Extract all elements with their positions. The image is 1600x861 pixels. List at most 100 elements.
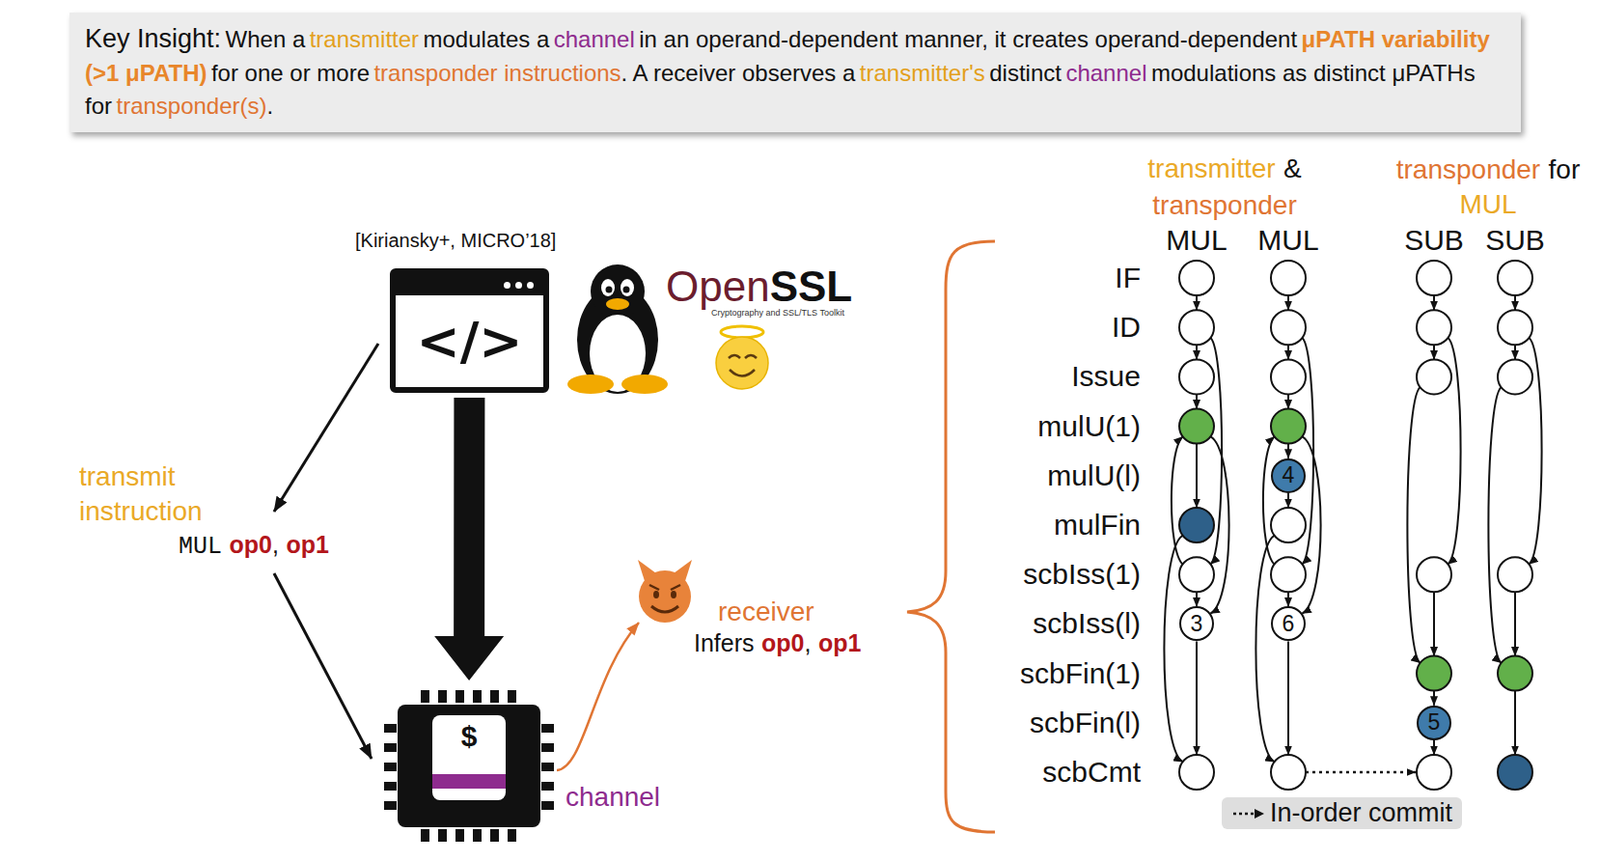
label-group: scbIss(l)	[1032, 606, 1141, 641]
chip-pin	[472, 828, 482, 842]
upath-state-circle	[1497, 656, 1533, 691]
flow-arrow	[274, 343, 379, 512]
chip-pin	[541, 723, 554, 733]
chip-pins	[384, 689, 554, 842]
upath-arrow	[1195, 393, 1198, 409]
label-group: ID	[1111, 310, 1141, 345]
window-dot	[503, 281, 511, 289]
upath-arrow	[1287, 640, 1290, 755]
insight-text: transmitter	[309, 26, 419, 53]
upath-node-circle: 6	[1270, 606, 1306, 641]
upath-state-circle	[1416, 754, 1452, 790]
column-header: MUL	[1257, 223, 1319, 256]
legend-text: In-order commit	[1269, 798, 1453, 828]
upath-arrow	[1287, 344, 1290, 359]
penguin-eye	[601, 278, 615, 297]
devil-grin	[651, 606, 679, 612]
upath-column	[1163, 260, 1229, 790]
logo-text: SSL	[770, 262, 854, 310]
stage-label: mulU(l)	[1047, 459, 1141, 492]
upath-arrow	[1287, 493, 1290, 508]
upath-column	[1488, 260, 1542, 790]
callout-number: 3	[1190, 612, 1204, 635]
upath-arrow	[1433, 295, 1435, 310]
stage-label: scbFin(1)	[1020, 656, 1141, 689]
upath-state-circle	[1270, 309, 1306, 345]
upath-arrow	[1287, 591, 1290, 607]
label-group: transponderfor	[1396, 154, 1581, 186]
devil-eye	[670, 590, 677, 599]
angel-smiley-icon	[716, 326, 769, 389]
cpu-chip: $	[397, 704, 541, 828]
upath-arrow	[1195, 591, 1198, 607]
upath-state-circle	[1416, 309, 1452, 345]
stage-label: IF	[1114, 261, 1141, 294]
label-group: mulFin	[1053, 508, 1141, 543]
label-group: transmitter&	[1147, 153, 1301, 185]
upath-state-circle	[1179, 260, 1214, 296]
chip-pin	[507, 828, 517, 842]
upath-state-circle	[1416, 556, 1452, 592]
cache-panel: $	[432, 715, 506, 800]
penguin-foot	[621, 374, 668, 394]
upath-state-circle	[1270, 409, 1306, 444]
chip-pin	[541, 762, 554, 772]
upath-arrow	[1433, 344, 1435, 359]
chip-pin	[490, 689, 499, 703]
label-group: transponder	[1152, 190, 1297, 221]
callout-number: 5	[1428, 711, 1441, 734]
devil-icon	[637, 559, 692, 623]
upath-arrow	[1433, 740, 1435, 755]
upath-node-circle: 4	[1270, 458, 1306, 494]
upath-state-circle	[1497, 754, 1533, 790]
stage-label: mulU(1)	[1037, 409, 1141, 442]
column-role: for	[1548, 154, 1581, 185]
operand: op1	[285, 530, 329, 558]
insight-text: .	[267, 92, 275, 119]
smiley-eye	[728, 355, 741, 359]
window-dot	[526, 281, 534, 289]
upath-state-circle	[1179, 507, 1214, 543]
upath-state-circle	[1416, 656, 1452, 691]
insight-text: transmitter's	[859, 59, 986, 86]
label-group: Cryptography and SSL/TLS Toolkit	[711, 302, 845, 320]
upath-arrow	[1514, 295, 1517, 310]
chip-pin	[384, 743, 397, 752]
chip-pin	[455, 689, 465, 703]
operand: op1	[818, 629, 861, 657]
callout-number: 4	[1282, 464, 1296, 487]
channel-arrow	[556, 622, 639, 771]
upath-arrow	[1287, 443, 1290, 459]
upath-arrow	[1287, 295, 1290, 310]
role-label: transmit instruction	[79, 461, 203, 526]
devil-brow	[670, 584, 681, 590]
chip-pin	[455, 828, 465, 842]
stage-label: ID	[1111, 310, 1141, 343]
label-group: OpenSSL	[665, 262, 853, 312]
chip-pin	[384, 781, 397, 791]
label-group: [Kiriansky+, MICRO’18]	[355, 229, 556, 252]
stage-label: scbIss(l)	[1032, 606, 1141, 639]
insight-text: transponder(s)	[115, 92, 267, 119]
dotted-arrow-sample	[1231, 806, 1267, 821]
code-glyph: </>	[415, 315, 523, 368]
penguin-head	[590, 264, 645, 319]
label-group: SUB	[1485, 223, 1545, 258]
column-role: MUL	[1459, 189, 1517, 220]
instruction-text: MUL	[178, 532, 222, 561]
upath-curved-arrow	[1171, 436, 1184, 564]
insight-text: channel	[1065, 59, 1147, 86]
chip-pin	[384, 723, 397, 733]
chip-pin	[420, 828, 430, 842]
insight-text: Key Insight:	[84, 24, 221, 54]
chip-pin	[384, 800, 397, 810]
upath-state-circle	[1179, 409, 1214, 444]
smiley-face	[716, 336, 769, 389]
label-group: MUL	[1257, 223, 1319, 258]
chip-pin	[438, 828, 447, 842]
label-group: Issue	[1071, 359, 1141, 394]
upath-state-circle	[1270, 260, 1306, 296]
role-label: channel	[565, 781, 661, 812]
label-group: MULop0,op1	[178, 530, 330, 562]
